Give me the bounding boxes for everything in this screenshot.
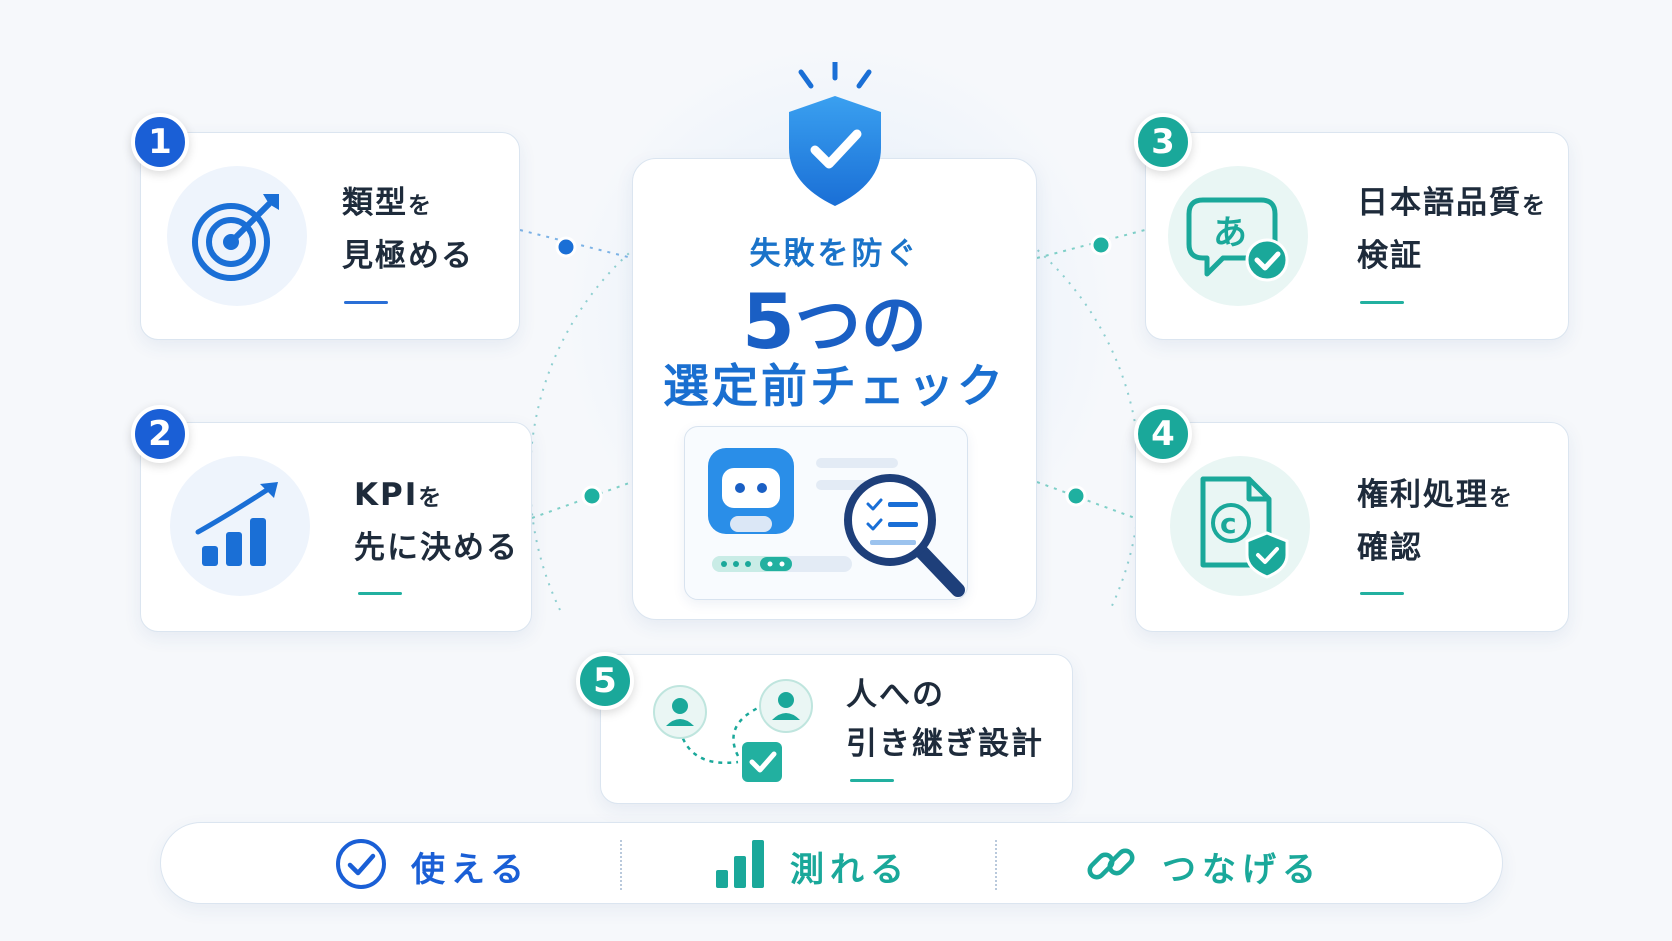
card-underline-4	[1360, 592, 1404, 595]
summary-item-usable: 使える	[335, 838, 530, 894]
check-label-2: KPIを 先に決める	[354, 477, 519, 566]
center-count: 5つの	[742, 277, 927, 366]
check-label-1: 類型を 見極める	[342, 185, 474, 274]
step-badge-3: 3	[1134, 113, 1192, 171]
card-underline-2	[358, 592, 402, 595]
summary-divider-1	[620, 840, 622, 890]
target-arrow-icon	[167, 166, 307, 306]
connector-dot-3	[1090, 234, 1112, 256]
chatbot-review-icon	[700, 440, 1010, 620]
link-icon	[1084, 837, 1138, 895]
copyright-document-shield-icon: c	[1170, 456, 1310, 596]
shield-check-icon	[775, 59, 895, 212]
summary-item-measurable: 測れる	[714, 838, 910, 894]
svg-text:あ: あ	[1213, 213, 1247, 253]
step-badge-2: 2	[131, 405, 189, 463]
person-handoff-icon	[650, 668, 820, 794]
center-subtitle: 失敗を防ぐ	[749, 236, 920, 272]
connector-dot-1	[555, 236, 577, 258]
orbit-arc	[529, 172, 1141, 611]
card-underline-3	[1360, 301, 1404, 304]
center-title: 選定前チェック	[663, 359, 1006, 413]
card-underline-1	[344, 301, 388, 304]
check-label-3: 日本語品質を 検証	[1357, 185, 1547, 274]
summary-label-measurable: 測れる	[790, 849, 910, 890]
bar-chart-icon	[714, 838, 766, 894]
card-underline-5	[850, 779, 894, 782]
connector-dot-4	[1065, 485, 1087, 507]
summary-divider-2	[995, 840, 997, 890]
svg-text:c: c	[1220, 507, 1237, 540]
summary-label-usable: 使える	[411, 849, 530, 890]
step-badge-4: 4	[1134, 405, 1192, 463]
japanese-chat-check-icon: あ	[1168, 166, 1308, 306]
check-label-4: 権利処理を 確認	[1357, 477, 1514, 566]
check-label-5: 人への 引き継ぎ設計	[846, 677, 1044, 762]
summary-item-connect: つなげる	[1084, 841, 1322, 891]
step-badge-1: 1	[131, 113, 189, 171]
check-circle-icon	[335, 838, 387, 894]
bar-chart-growth-icon	[170, 456, 310, 596]
summary-label-connect: つなげる	[1162, 849, 1322, 890]
step-badge-5: 5	[576, 652, 634, 710]
connector-dot-2	[581, 485, 603, 507]
